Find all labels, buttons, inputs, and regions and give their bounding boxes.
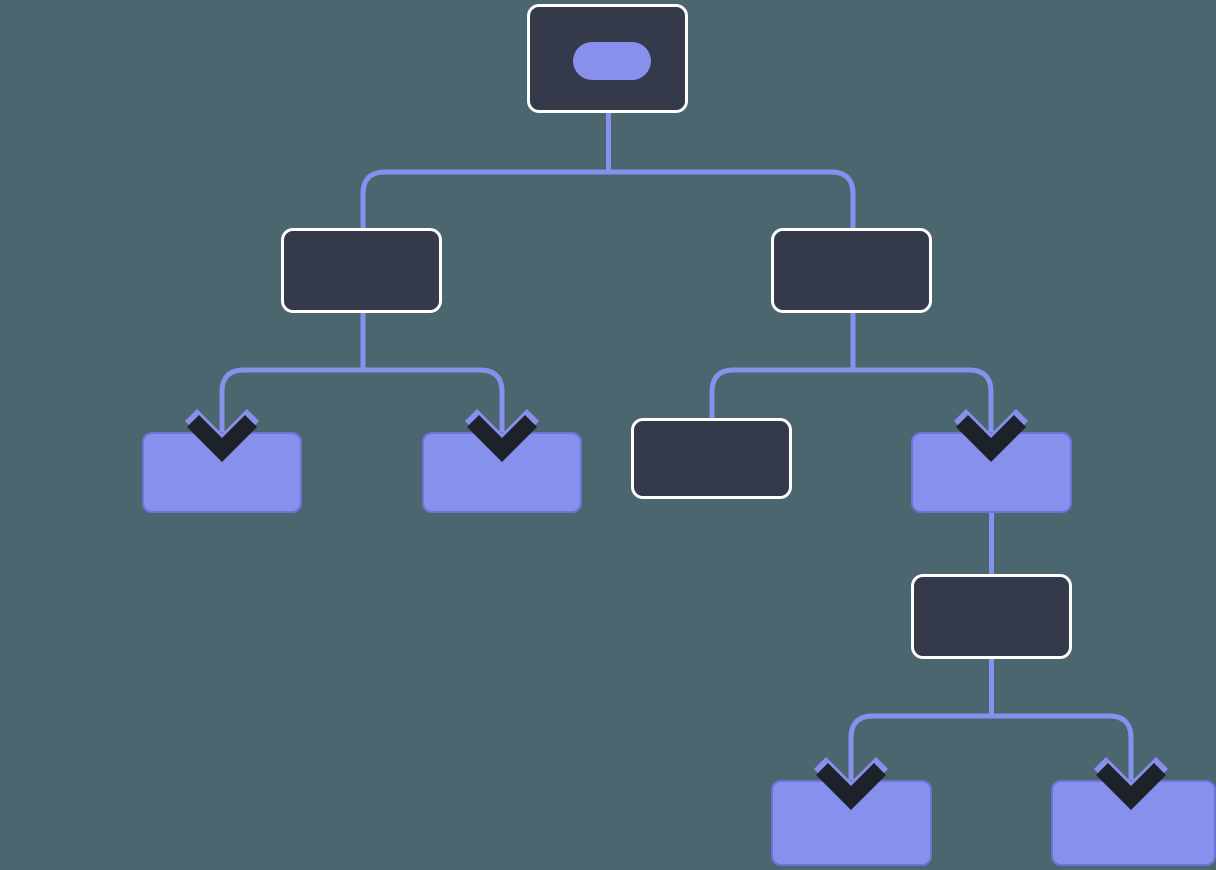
node-level2-dark[interactable]: [631, 418, 792, 499]
node-leaf-4[interactable]: [1051, 780, 1216, 866]
node-level1-left[interactable]: [281, 228, 442, 313]
node-level2-accent[interactable]: [911, 432, 1072, 513]
node-level1-right[interactable]: [771, 228, 932, 313]
node-leaf-2[interactable]: [422, 432, 582, 513]
node-root[interactable]: [527, 4, 688, 113]
node-level3-dark[interactable]: [911, 574, 1072, 659]
node-leaf-3[interactable]: [771, 780, 932, 866]
root-pill-badge: [573, 42, 651, 80]
node-leaf-1[interactable]: [142, 432, 302, 513]
